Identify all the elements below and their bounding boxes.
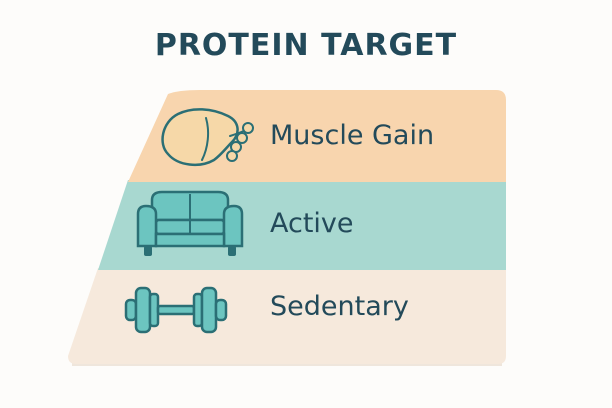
chicken-drumstick-icon [161, 108, 254, 167]
page-title: PROTEIN TARGET [154, 28, 458, 63]
dumbbell-icon [124, 286, 228, 334]
level-label-muscle-gain: Muscle Gain [270, 120, 435, 151]
level-label-active: Active [270, 208, 354, 239]
level-label-sedentary: Sedentary [270, 291, 409, 322]
band-sedentary [68, 268, 506, 364]
couch-icon [136, 190, 244, 256]
